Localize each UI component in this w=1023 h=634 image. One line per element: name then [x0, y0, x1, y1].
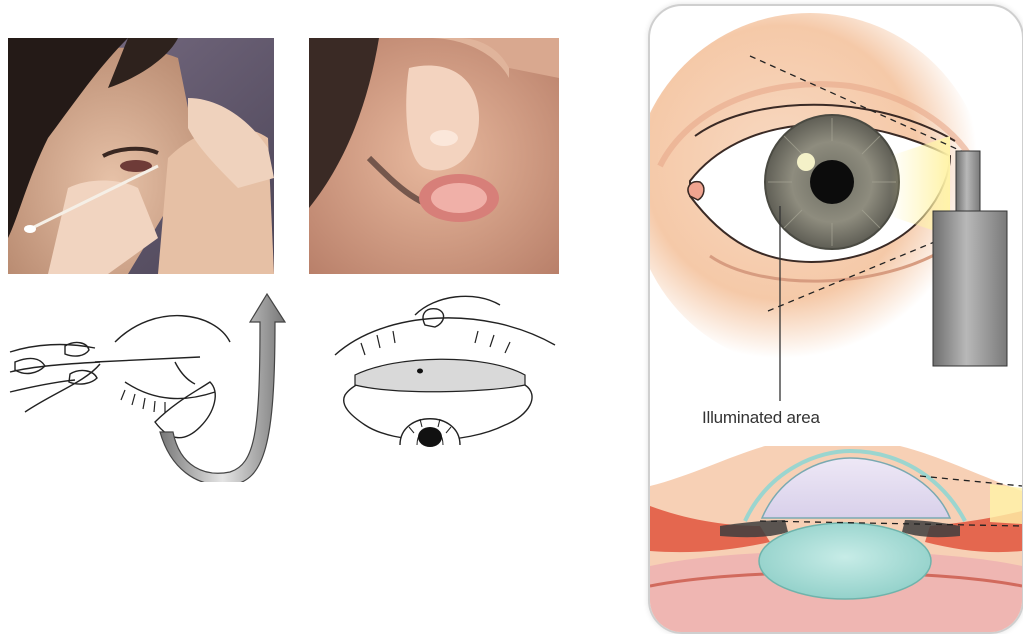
- penlight-head: [956, 151, 980, 211]
- pupil: [810, 160, 854, 204]
- photo-swab-eyelid-eversion: [8, 38, 274, 274]
- sketch-eversion-technique: [5, 282, 290, 482]
- illuminated-eye-card: Illuminated area: [648, 4, 1023, 634]
- corneal-reflex: [797, 153, 815, 171]
- illuminated-area-label: Illuminated area: [702, 408, 820, 428]
- penlight-body: [933, 211, 1007, 366]
- photo-everted-eyelid: [309, 38, 559, 274]
- sketch-everted-lid: [325, 285, 565, 455]
- lens: [759, 523, 931, 599]
